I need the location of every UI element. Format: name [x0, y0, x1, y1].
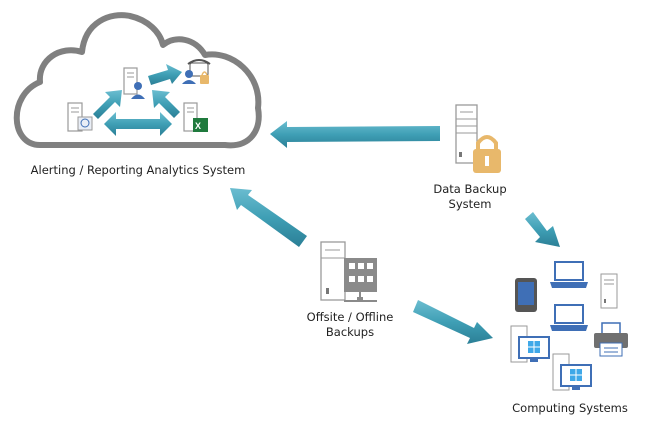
laptop-icon-2	[550, 304, 588, 331]
desktop-windows-icon-2	[552, 353, 592, 391]
analytics-system-label: Alerting / Reporting Analytics System	[30, 163, 246, 177]
arrow-backup-to-analytics	[270, 121, 440, 148]
computing-systems-label: Computing Systems	[512, 401, 628, 415]
data-backup-label-line1: Data Backup	[433, 182, 507, 196]
arrow-backup-to-computing	[525, 212, 560, 247]
arrow-offsite-to-computing	[413, 300, 493, 344]
arrow-up-right-icon	[93, 90, 122, 119]
tower-server-icon	[600, 273, 618, 309]
svg-text:X: X	[195, 121, 201, 131]
phone-user-lock-icon	[182, 59, 211, 84]
arrow-right-icon	[148, 64, 182, 85]
server-network-icon	[320, 241, 377, 302]
excel-server-icon: X	[183, 102, 208, 132]
offsite-backups-label: Offsite / Offline Backups	[295, 310, 405, 340]
device-group-icon	[510, 261, 628, 391]
arrow-up-left-icon	[152, 90, 180, 118]
support-agent-server-icon	[123, 67, 145, 99]
cloud-internal-arrows	[93, 64, 182, 136]
double-arrow-icon	[104, 112, 172, 136]
server-lock-icon	[455, 104, 501, 173]
data-backup-label-line2: System	[448, 197, 492, 211]
data-backup-label: Data Backup System	[425, 182, 515, 212]
offsite-backups-label-line2: Backups	[325, 325, 375, 339]
offsite-backups-label-line1: Offsite / Offline	[306, 310, 394, 324]
desktop-windows-icon	[510, 325, 550, 363]
laptop-icon	[550, 261, 588, 288]
analytics-server-icon	[67, 102, 93, 132]
printer-icon	[594, 322, 628, 357]
main-arrows	[230, 121, 560, 344]
tablet-icon	[515, 278, 537, 312]
arrow-offsite-to-analytics	[230, 188, 307, 247]
